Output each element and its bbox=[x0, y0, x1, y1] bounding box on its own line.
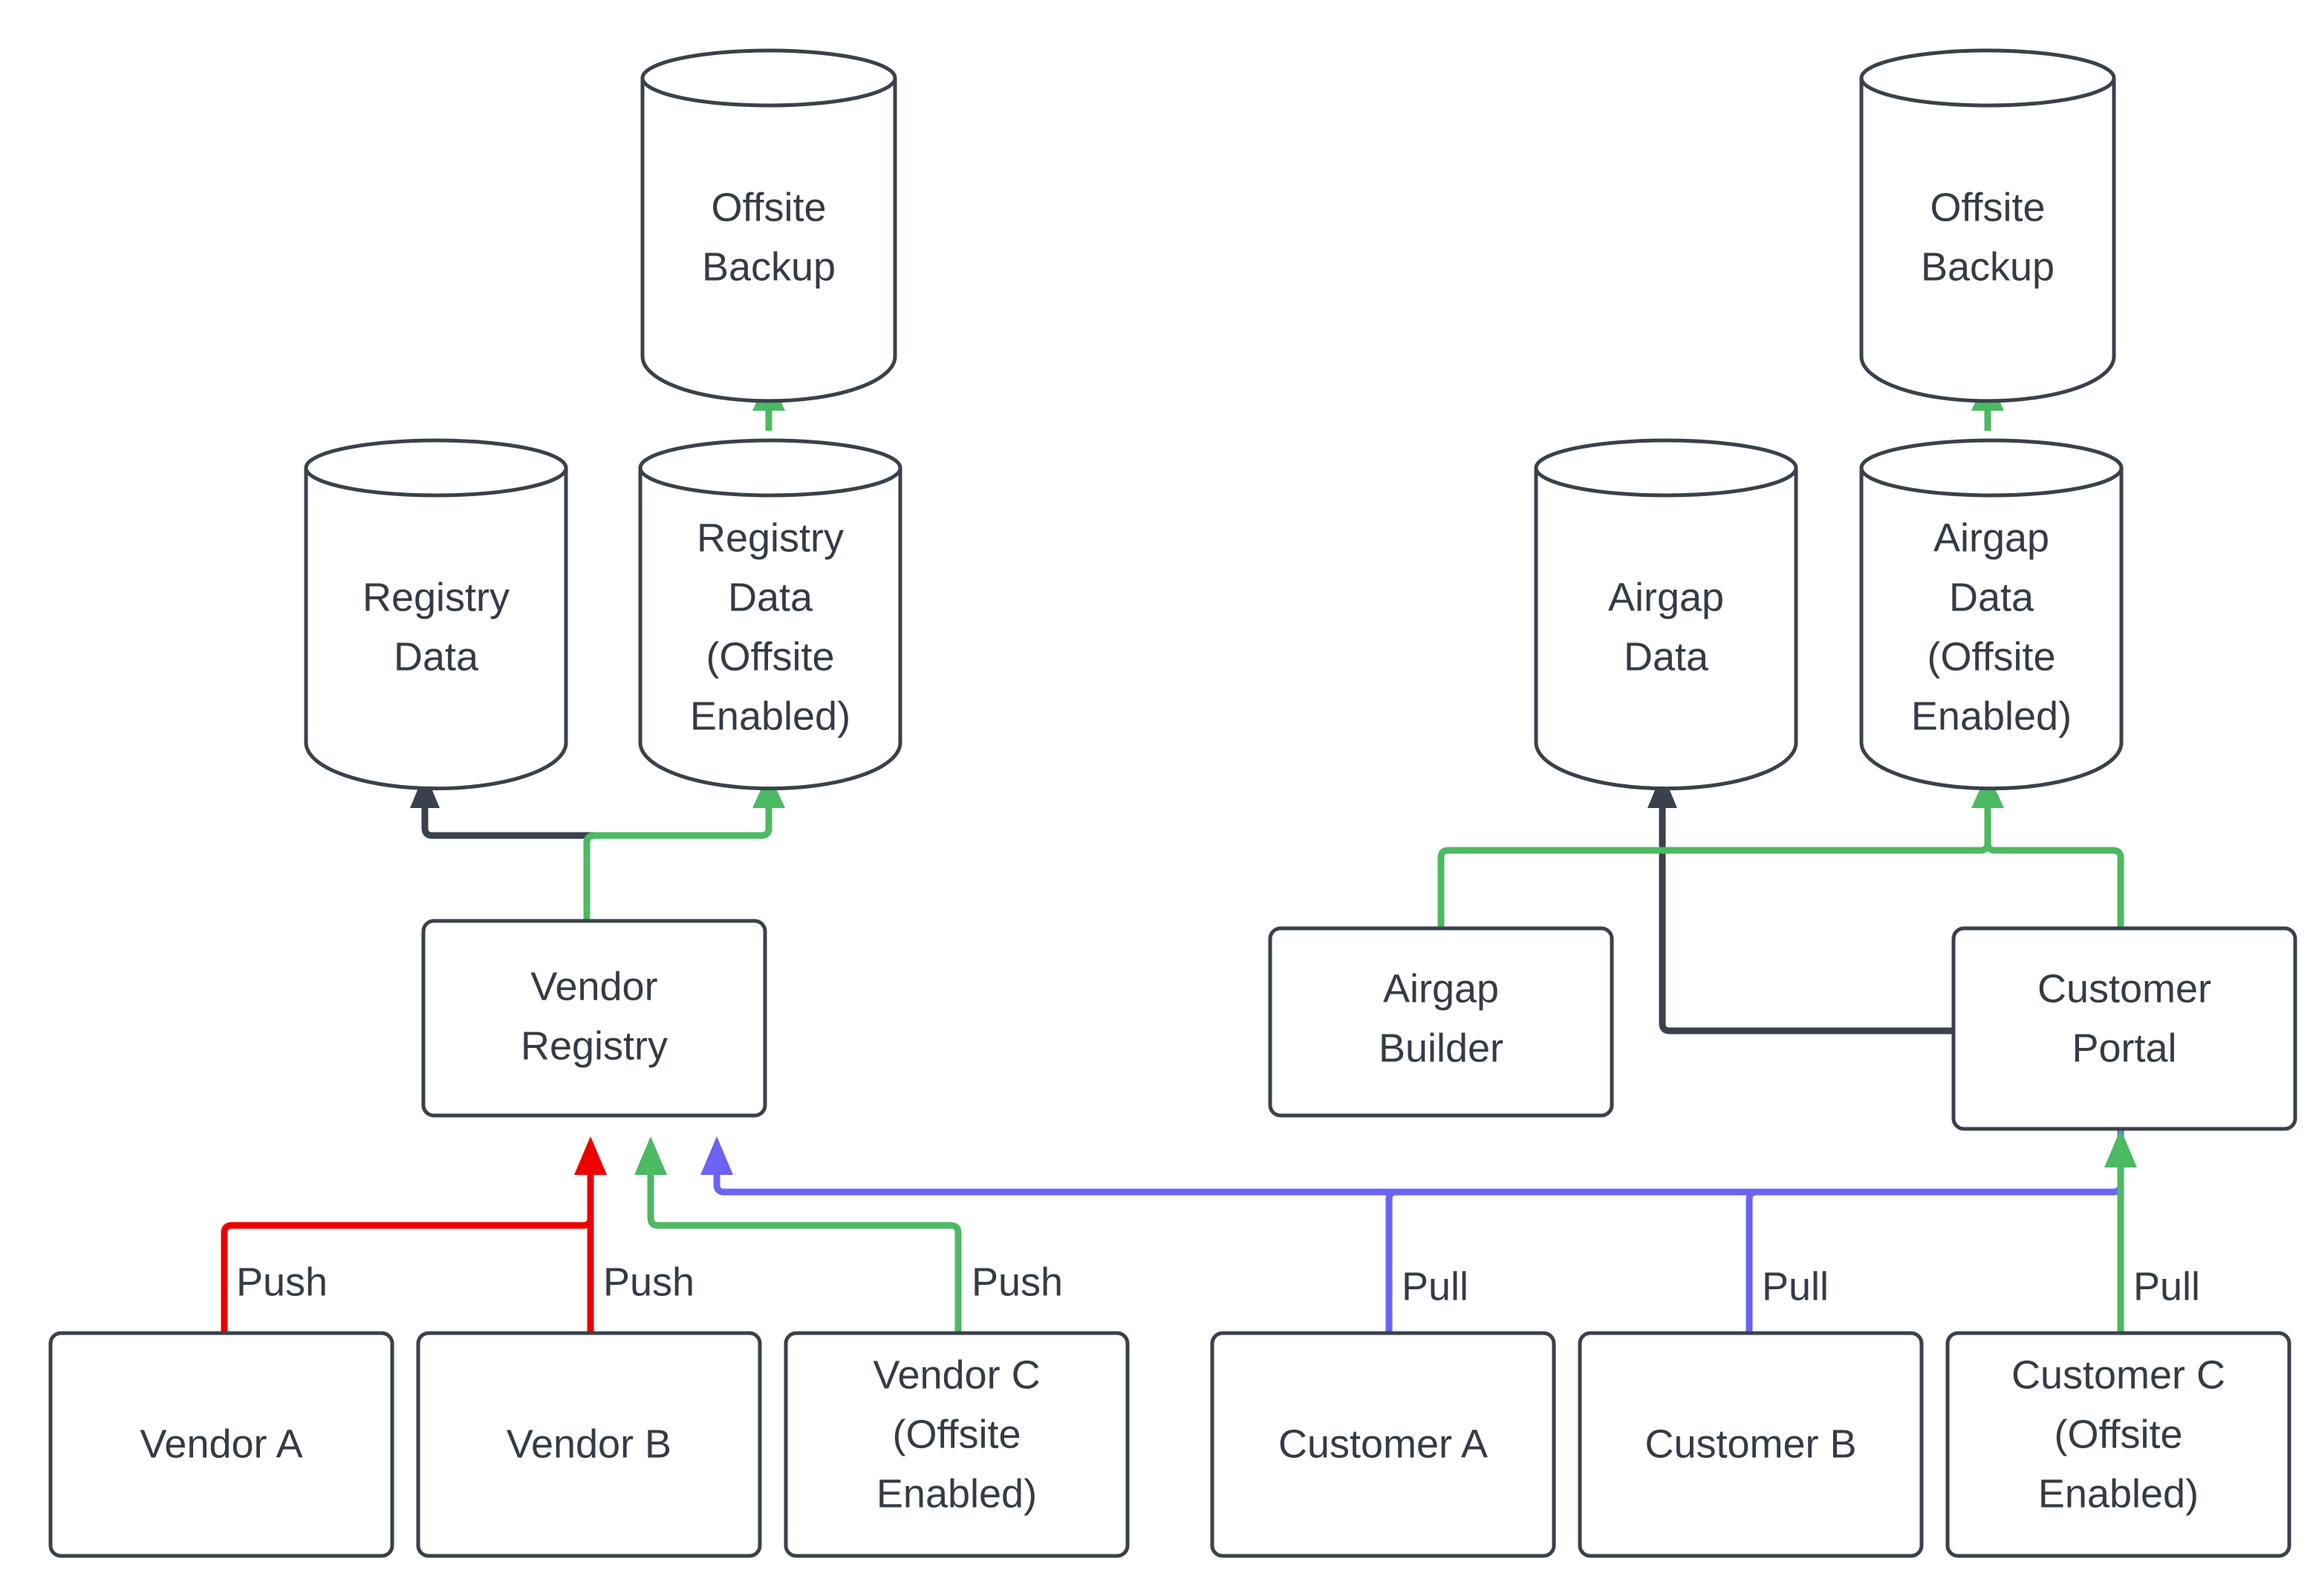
edge-label-customer-b-pull: Pull bbox=[1762, 1264, 1829, 1309]
offsite-backup-left-label-line2: Backup bbox=[702, 244, 836, 289]
airgap-builder-label-line1: Airgap bbox=[1383, 966, 1499, 1011]
node-vendor-registry[interactable]: Vendor Registry bbox=[421, 919, 767, 1118]
edge-vendor-c-to-vendor-registry bbox=[634, 1136, 962, 1333]
registry-data-offsite-label-line3: (Offsite bbox=[706, 634, 834, 679]
airgap-data-label-line2: Data bbox=[1624, 634, 1709, 679]
registry-data-label-line1: Registry bbox=[362, 575, 510, 619]
node-vendor-a[interactable]: Vendor A bbox=[48, 1331, 394, 1558]
vendor-c-label-line2: (Offsite bbox=[892, 1412, 1021, 1456]
airgap-builder-label-line2: Builder bbox=[1379, 1026, 1503, 1070]
edge-customer-a-to-customer-portal bbox=[1385, 1188, 2113, 1333]
node-customer-portal[interactable]: Customer Portal bbox=[1951, 926, 2297, 1131]
registry-data-offsite-label-line4: Enabled) bbox=[690, 694, 850, 738]
customer-portal-label-line1: Customer bbox=[2037, 966, 2211, 1011]
edge-label-customer-a-pull: Pull bbox=[1402, 1264, 1468, 1309]
vendor-registry-label-line1: Vendor bbox=[530, 964, 657, 1009]
node-customer-b[interactable]: Customer B bbox=[1578, 1331, 1924, 1558]
node-customer-a[interactable]: Customer A bbox=[1210, 1331, 1556, 1558]
airgap-data-offsite-label-line2: Data bbox=[1949, 575, 2034, 619]
customer-c-label-line2: (Offsite bbox=[2054, 1412, 2182, 1456]
edge-label-vendor-c-push: Push bbox=[972, 1260, 1063, 1304]
vendor-registry-label-line2: Registry bbox=[521, 1023, 668, 1068]
customer-b-label: Customer B bbox=[1645, 1421, 1856, 1466]
offsite-backup-right-label-line1: Offsite bbox=[1930, 185, 2045, 229]
edge-airgap-builder-to-airgap-offsite bbox=[1437, 772, 2004, 928]
vendor-c-label-line3: Enabled) bbox=[876, 1471, 1037, 1516]
airgap-data-offsite-label-line3: (Offsite bbox=[1927, 634, 2055, 679]
airgap-data-offsite-label-line4: Enabled) bbox=[1911, 694, 2072, 738]
edge-vendor-registry-to-registry-data bbox=[410, 772, 598, 921]
registry-data-label-line2: Data bbox=[394, 634, 479, 679]
node-vendor-b[interactable]: Vendor B bbox=[416, 1331, 762, 1558]
node-offsite-backup-left[interactable]: Offsite Backup bbox=[640, 48, 897, 403]
vendor-b-label: Vendor B bbox=[507, 1421, 671, 1466]
node-airgap-data[interactable]: Airgap Data bbox=[1534, 438, 1798, 791]
edge-customer-portal-to-airgap-data bbox=[1647, 772, 1953, 1035]
node-registry-data-offsite[interactable]: Registry Data (Offsite Enabled) bbox=[638, 438, 902, 791]
customer-portal-label-line2: Portal bbox=[2072, 1026, 2176, 1070]
customer-c-label-line1: Customer C bbox=[2011, 1352, 2225, 1397]
edge-customer-c-to-customer-portal bbox=[2104, 1129, 2137, 1333]
node-airgap-builder[interactable]: Airgap Builder bbox=[1268, 926, 1614, 1118]
edge-label-vendor-a-push: Push bbox=[236, 1260, 328, 1304]
edge-customer-portal-to-airgap-offsite bbox=[1984, 798, 2124, 928]
offsite-backup-right-label-line2: Backup bbox=[1921, 244, 2055, 289]
edge-label-vendor-b-push: Push bbox=[603, 1260, 694, 1304]
node-vendor-c[interactable]: Vendor C (Offsite Enabled) bbox=[784, 1331, 1130, 1558]
offsite-backup-left-label-line1: Offsite bbox=[711, 185, 826, 229]
edge-vendor-registry-to-registry-data-offsite bbox=[583, 772, 785, 921]
node-offsite-backup-right[interactable]: Offsite Backup bbox=[1859, 48, 2116, 403]
customer-a-label: Customer A bbox=[1278, 1421, 1488, 1466]
registry-data-offsite-label-line1: Registry bbox=[697, 515, 844, 560]
edge-label-customer-c-pull: Pull bbox=[2133, 1264, 2200, 1309]
airgap-data-label-line1: Airgap bbox=[1608, 575, 1724, 619]
vendor-a-label: Vendor A bbox=[140, 1421, 302, 1466]
node-registry-data[interactable]: Registry Data bbox=[304, 438, 568, 791]
registry-data-offsite-label-line2: Data bbox=[728, 575, 813, 619]
edge-customer-portal-to-vendor-registry bbox=[700, 1129, 2124, 1196]
customer-c-label-line3: Enabled) bbox=[2038, 1471, 2199, 1516]
airgap-data-offsite-label-line1: Airgap bbox=[1933, 515, 2049, 560]
node-customer-c[interactable]: Customer C (Offsite Enabled) bbox=[1945, 1331, 2291, 1558]
node-airgap-data-offsite[interactable]: Airgap Data (Offsite Enabled) bbox=[1859, 438, 2124, 791]
edge-customer-b-to-customer-portal bbox=[1746, 1188, 2113, 1333]
vendor-c-label-line1: Vendor C bbox=[873, 1352, 1040, 1397]
